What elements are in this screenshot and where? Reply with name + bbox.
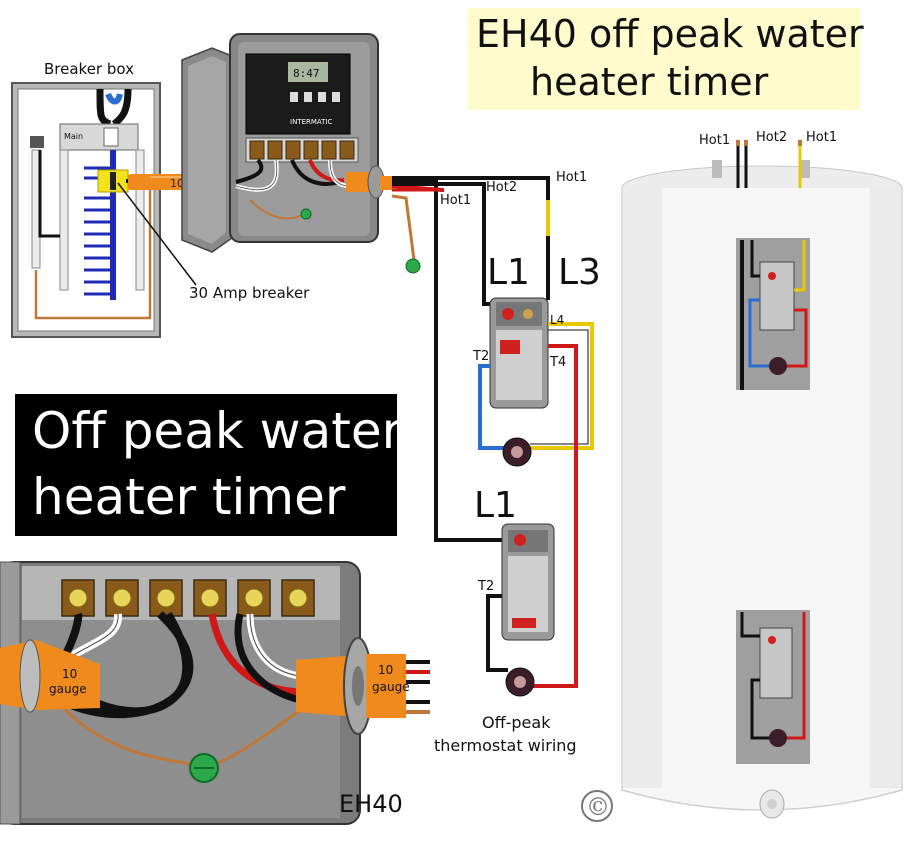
timer-display: 8:47	[293, 67, 320, 80]
timer-closeup	[0, 561, 430, 825]
copyright-symbol: ©	[586, 793, 610, 821]
upper-terminal-l4: L4	[550, 313, 565, 327]
gauge-left-word: gauge	[49, 682, 87, 696]
upper-thermostat	[489, 297, 549, 409]
breaker-pointer-line	[117, 182, 197, 286]
water-heater	[621, 140, 903, 819]
upper-terminal-l3: L3	[558, 252, 601, 293]
gauge-right-number: 10	[378, 663, 394, 677]
breaker-box: Main	[11, 82, 161, 338]
lower-thermostat	[501, 523, 555, 641]
title-box	[468, 8, 860, 110]
wire-label-hot1-right: Hot1	[556, 170, 588, 185]
closeup-label: EH40	[339, 790, 403, 818]
heater-label-hot1-b: Hot1	[806, 130, 838, 145]
lower-terminal-t2: T2	[478, 579, 495, 594]
banner-line-1: Off peak water	[32, 402, 403, 460]
feed-wires	[391, 176, 550, 542]
gauge-right-word: gauge	[372, 680, 410, 694]
main-breaker-label: Main	[64, 132, 83, 141]
title-line-2: heater timer	[530, 60, 769, 104]
eh40-timer-box: 8:47 INTERMATIC	[181, 33, 385, 253]
ground-wire-nut	[405, 258, 421, 274]
title-line-1: EH40 off peak water	[476, 12, 864, 56]
caption-line-2: thermostat wiring	[434, 736, 577, 755]
copyright-mark: ©	[581, 790, 613, 822]
lower-terminal-l1: L1	[474, 485, 517, 526]
upper-terminal-t2: T2	[473, 349, 490, 364]
wire-label-hot2: Hot2	[486, 180, 518, 195]
caption-line-1: Off-peak	[482, 713, 551, 732]
heater-label-hot1-a: Hot1	[699, 133, 731, 148]
gauge-left-number: 10	[62, 667, 78, 681]
lower-thermostat-wire	[486, 594, 508, 672]
breaker-box-label: Breaker box	[44, 60, 134, 78]
wire-label-hot1-left: Hot1	[440, 193, 472, 208]
conduit-timer-heater	[380, 176, 394, 190]
upper-thermostat-wiring	[478, 322, 594, 688]
upper-terminal-l1: L1	[487, 252, 530, 293]
timer-brand: INTERMATIC	[290, 118, 332, 126]
breaker-amp-label: 30 Amp breaker	[189, 284, 310, 302]
heater-label-hot2: Hot2	[756, 130, 788, 145]
banner-line-2: heater timer	[32, 468, 346, 526]
banner-box	[15, 394, 397, 536]
upper-terminal-t4: T4	[550, 355, 567, 370]
